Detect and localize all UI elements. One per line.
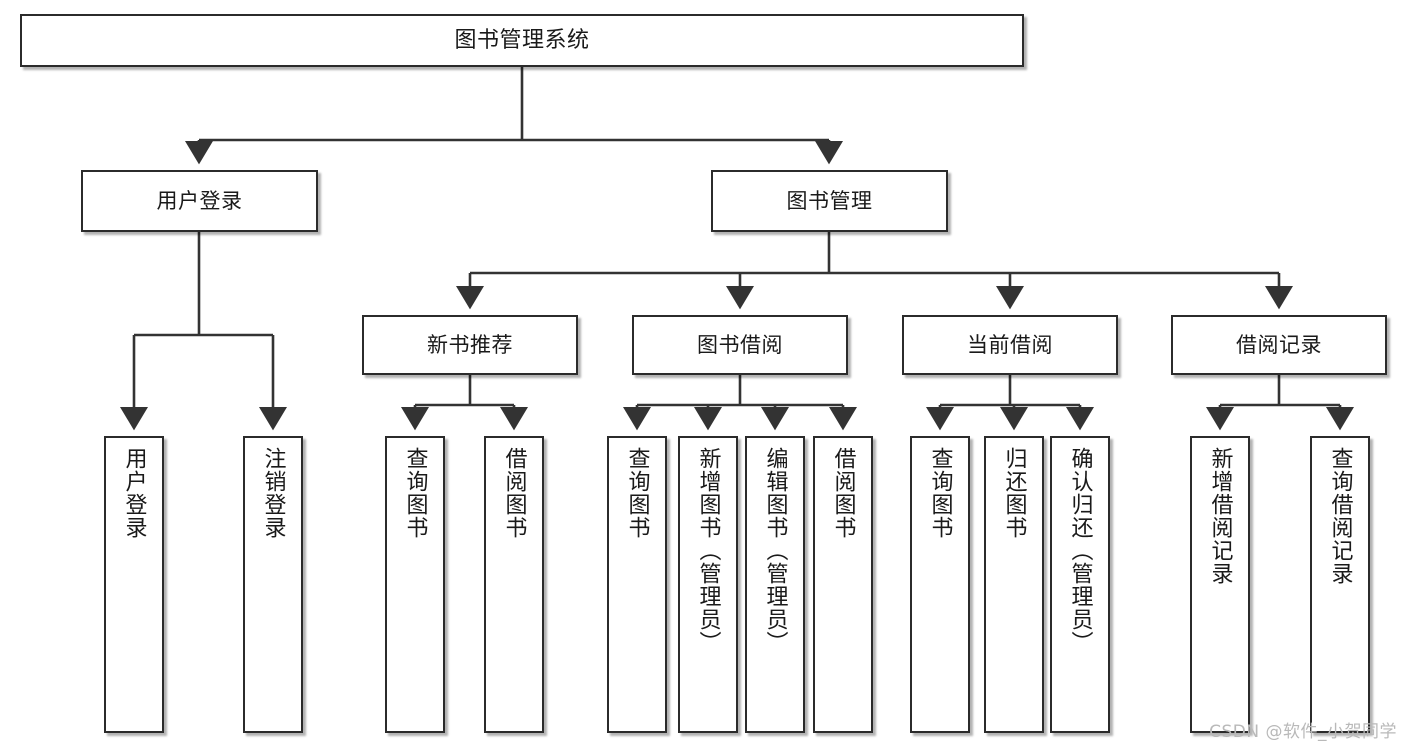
node-borrow-record-label: 借阅记录 [1236,332,1322,357]
node-book-manage-label: 图书管理 [786,188,873,213]
node-root-label: 图书管理系统 [454,27,590,53]
node-leaf-user-login-label: 用户登录 [121,447,147,539]
node-leaf-add-book-label: 新增图书（管理员） [695,447,721,654]
node-leaf-query-record-label: 查询借阅记录 [1327,447,1353,585]
node-leaf-query-book-1-label: 查询图书 [402,447,428,539]
node-leaf-query-book-1[interactable]: 查询图书 [385,436,445,733]
node-book-manage[interactable]: 图书管理 [711,170,948,232]
node-leaf-borrow-book-1-label: 借阅图书 [501,447,527,539]
node-leaf-confirm-return-label: 确认归还（管理员） [1067,447,1093,654]
node-root[interactable]: 图书管理系统 [20,14,1024,67]
node-leaf-edit-book-label: 编辑图书（管理员） [762,447,788,654]
node-user-login[interactable]: 用户登录 [81,170,318,232]
node-borrow-record[interactable]: 借阅记录 [1171,315,1387,375]
node-book-borrow-label: 图书借阅 [697,332,783,357]
node-leaf-add-record-label: 新增借阅记录 [1207,447,1233,585]
node-leaf-return-book[interactable]: 归还图书 [984,436,1044,733]
node-leaf-borrow-book-2-label: 借阅图书 [830,447,856,539]
node-leaf-confirm-return[interactable]: 确认归还（管理员） [1050,436,1110,733]
node-leaf-borrow-book-1[interactable]: 借阅图书 [484,436,544,733]
node-leaf-query-book-2-label: 查询图书 [624,447,650,539]
node-leaf-query-record[interactable]: 查询借阅记录 [1310,436,1370,733]
node-leaf-logout-label: 注销登录 [260,447,286,539]
node-current-borrow[interactable]: 当前借阅 [902,315,1118,375]
node-leaf-query-book-3-label: 查询图书 [927,447,953,539]
node-leaf-return-book-label: 归还图书 [1001,447,1027,539]
node-leaf-logout[interactable]: 注销登录 [243,436,303,733]
watermark-text: CSDN @软件_小贺同学 [1209,722,1397,742]
node-leaf-user-login[interactable]: 用户登录 [104,436,164,733]
node-user-login-label: 用户登录 [156,188,243,213]
node-leaf-query-book-3[interactable]: 查询图书 [910,436,970,733]
node-leaf-edit-book[interactable]: 编辑图书（管理员） [745,436,805,733]
node-new-book-rec-label: 新书推荐 [427,332,513,357]
node-leaf-query-book-2[interactable]: 查询图书 [607,436,667,733]
node-new-book-rec[interactable]: 新书推荐 [362,315,578,375]
node-leaf-add-record[interactable]: 新增借阅记录 [1190,436,1250,733]
node-book-borrow[interactable]: 图书借阅 [632,315,848,375]
node-current-borrow-label: 当前借阅 [967,332,1053,357]
node-leaf-add-book[interactable]: 新增图书（管理员） [678,436,738,733]
node-leaf-borrow-book-2[interactable]: 借阅图书 [813,436,873,733]
